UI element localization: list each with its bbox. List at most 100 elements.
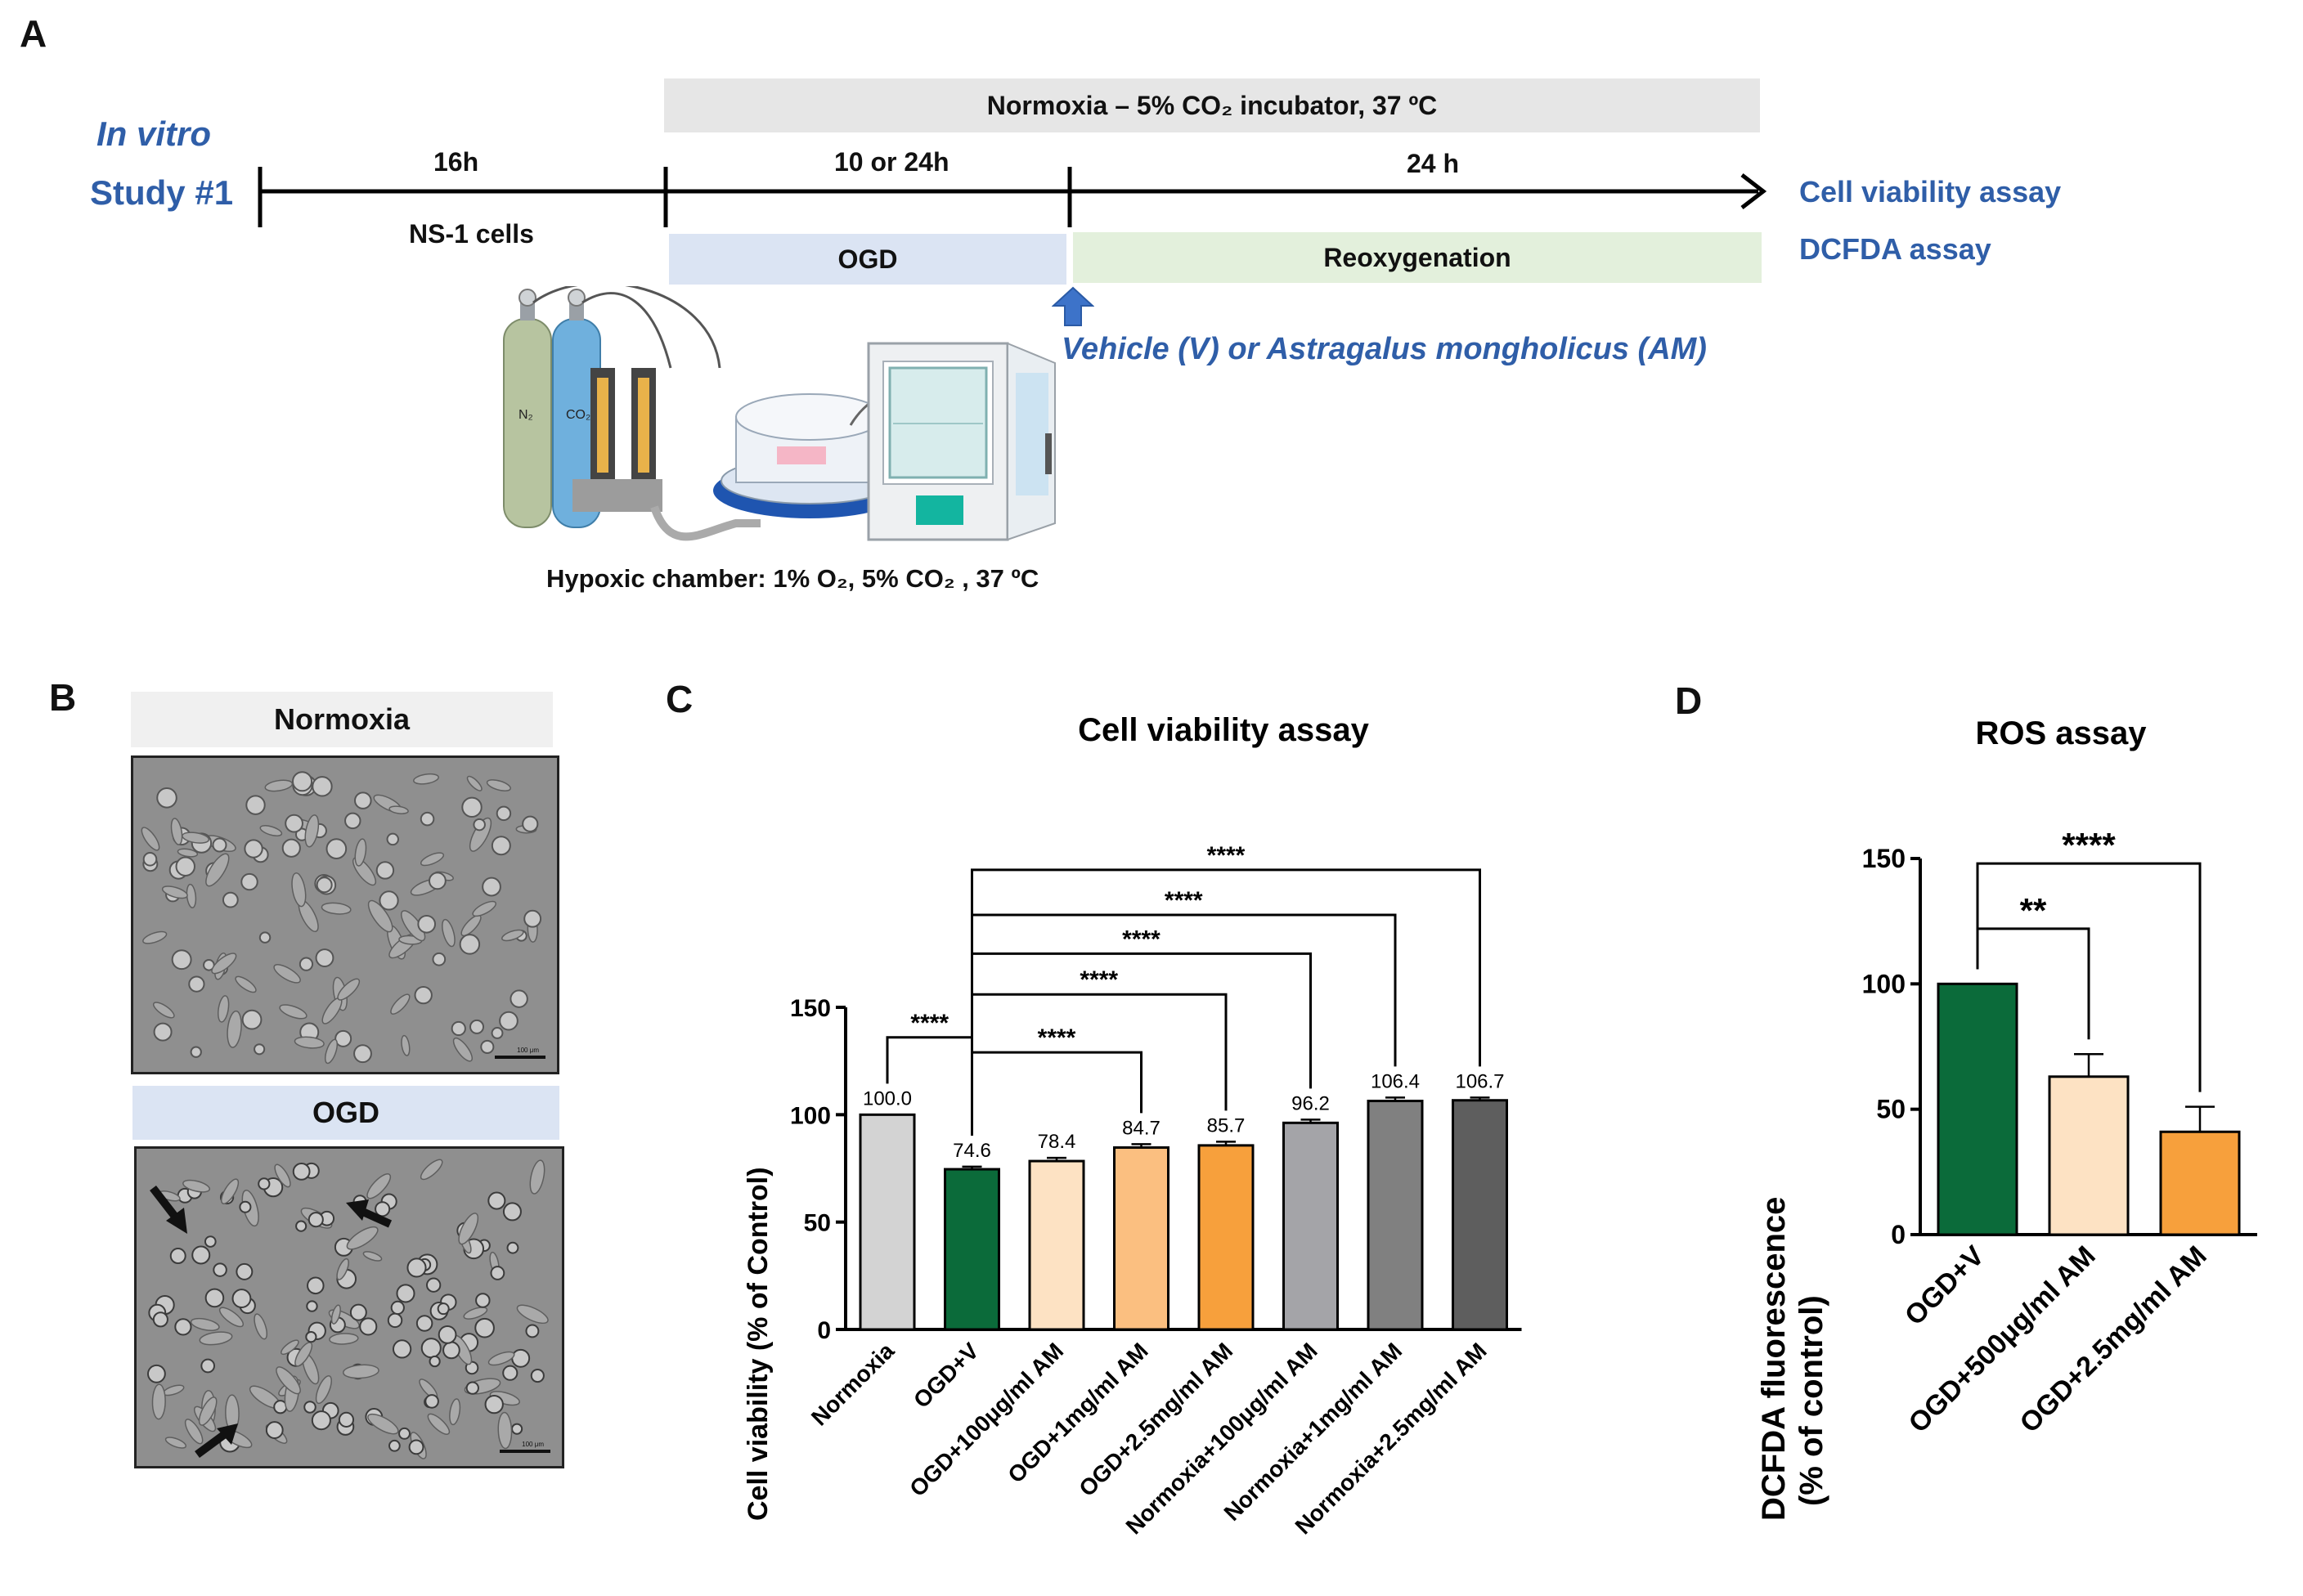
cell: [177, 848, 199, 858]
cell: [152, 1311, 168, 1328]
cell: [184, 1419, 204, 1445]
normoxia-micrograph: 100 μm: [131, 755, 559, 1074]
cell: [420, 811, 435, 827]
cell: [437, 1302, 450, 1316]
cell: [231, 1289, 252, 1308]
cell: [428, 872, 447, 890]
cell: [465, 1381, 479, 1395]
cell: [306, 1300, 318, 1312]
cell: [292, 1162, 311, 1181]
cell: [330, 1304, 341, 1325]
significance-bracket: [971, 1051, 1143, 1136]
cell: [142, 930, 168, 944]
bar: [1282, 1121, 1339, 1331]
cell: [292, 771, 313, 792]
significance-bracket: [971, 868, 1481, 1136]
cell: [245, 795, 266, 815]
cell: [285, 814, 303, 833]
cell: [491, 1027, 504, 1039]
cell: [212, 837, 227, 853]
cell: [501, 929, 524, 942]
x-tick-label: OGD+V: [1899, 1240, 1991, 1332]
cell: [424, 1394, 439, 1409]
scale-bar: [495, 1056, 545, 1059]
cell: [305, 1330, 317, 1343]
endpoint-cell-viability: Cell viability assay: [1799, 175, 2062, 208]
cell: [169, 1248, 186, 1265]
cell: [239, 1200, 252, 1213]
cell: [375, 861, 395, 880]
cell: [141, 827, 160, 851]
cell: [496, 805, 512, 822]
cell: [414, 985, 433, 1005]
cell: [329, 1333, 359, 1345]
ros-assay-chart: ROS assay DCFDA fluorescence (% of contr…: [1756, 715, 2257, 1521]
cell: [294, 1036, 325, 1049]
cell: [390, 1300, 405, 1316]
panel-label-a: A: [20, 12, 47, 55]
data-label: 84.7: [1122, 1117, 1160, 1139]
cell: [312, 776, 333, 797]
cell: [474, 1317, 495, 1338]
cell: [153, 1022, 173, 1042]
cell: [401, 1034, 411, 1056]
cell: [408, 1439, 424, 1455]
cell: [307, 1276, 325, 1295]
cell: [442, 918, 456, 948]
cell: [482, 876, 501, 897]
cell: [236, 1262, 254, 1280]
y-tick-label: 150: [790, 995, 831, 1022]
n2-tank-label: N₂: [519, 408, 533, 422]
y-tick-label: 100: [1862, 969, 1906, 998]
data-label: 78.4: [1038, 1131, 1076, 1153]
cell: [311, 1410, 331, 1431]
segment3-duration: 24 h: [1407, 149, 1460, 178]
cell: [235, 975, 257, 993]
cell: [190, 1317, 220, 1331]
cell: [316, 876, 333, 894]
cell: [354, 791, 372, 809]
chart-d-ylabel-line1: DCFDA fluorescence: [1756, 1197, 1792, 1521]
cell: [458, 1213, 479, 1245]
significance-label: ****: [1207, 842, 1246, 869]
arrow-icon: [150, 1185, 187, 1234]
cell: [502, 1365, 519, 1381]
cell: [299, 957, 314, 971]
cell: [254, 1313, 268, 1340]
cell-viability-chart: Cell viability assay Cell viability (% o…: [743, 712, 1522, 1540]
bar: [1197, 1144, 1255, 1331]
hypoxic-chamber-icon: [713, 393, 906, 518]
cell: [303, 1401, 316, 1414]
cell: [392, 1339, 412, 1359]
y-tick-label: 0: [817, 1317, 831, 1344]
x-tick-label: OGD+2.5mg/ml AM: [2014, 1240, 2213, 1439]
significance-bracket: [971, 913, 1397, 1136]
cell: [362, 1251, 383, 1262]
cell: [259, 825, 283, 836]
cell: [499, 1011, 519, 1031]
y-tick-label: 100: [790, 1102, 831, 1129]
cell: [366, 1173, 392, 1199]
cell: [480, 1039, 495, 1054]
cell: [367, 1413, 399, 1435]
study-title-line2: Study #1: [90, 173, 234, 212]
cell: [413, 773, 439, 785]
ogd-micrograph: 100 μm: [134, 1146, 564, 1468]
cell: [188, 975, 205, 993]
cell: [308, 1212, 324, 1228]
treatment-label: Vehicle (V) or Astragalus mongholicus (A…: [1062, 332, 1707, 366]
bar: [2048, 1075, 2130, 1236]
cell: [315, 1374, 332, 1405]
cell: [254, 1043, 266, 1056]
cell: [432, 952, 447, 966]
cell: [204, 1288, 225, 1308]
chart-d-ylabel-line2: (% of control): [1793, 1295, 1829, 1506]
cell: [344, 812, 361, 830]
x-tick-label: OGD+100μg/ml AM: [905, 1338, 1068, 1501]
significance-label: ****: [1165, 887, 1203, 914]
data-label: 74.6: [953, 1140, 991, 1162]
scale-bar-label: 100 μm: [522, 1441, 544, 1448]
cell: [390, 993, 411, 1015]
segment1-duration: 16h: [433, 147, 479, 177]
